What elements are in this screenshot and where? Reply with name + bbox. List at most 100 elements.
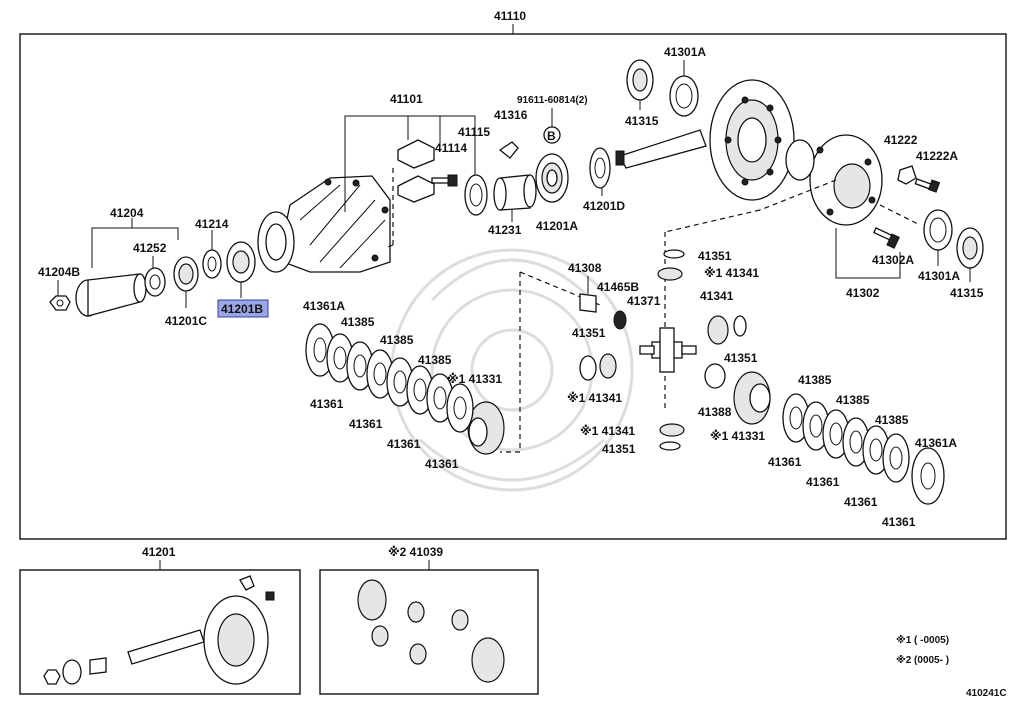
label-41351-r1[interactable]: 41351 [698,249,732,263]
lock-41222[interactable] [897,165,917,185]
label-41302[interactable]: 41302 [846,286,880,300]
ring-gear-pinion[interactable] [615,79,795,201]
label-41315-top[interactable]: 41315 [625,114,659,128]
thrust-41388[interactable] [704,363,726,389]
label-41385-r2[interactable]: 41385 [836,393,870,407]
label-41385-l3[interactable]: 41385 [418,353,452,367]
bearing-cup-41301a-right[interactable] [923,209,953,251]
pinion-41341-left[interactable] [599,353,617,379]
clutch-pack-right[interactable] [782,393,945,505]
label-41115[interactable]: 41115 [458,125,490,139]
companion-flange-41204[interactable] [75,273,147,317]
bearing-41201c[interactable] [173,256,199,292]
kit-41201-parts[interactable] [43,575,275,685]
label-41222[interactable]: 41222 [884,133,918,147]
bearing-41201b[interactable] [226,241,256,283]
label-41114[interactable]: 41114 [435,141,467,155]
washer-41351-mid[interactable] [579,355,597,381]
bearing-cap-41101-b[interactable] [397,175,435,203]
label-41361-r2[interactable]: 41361 [806,475,840,489]
label-41331-right[interactable]: ※1 41331 [710,429,765,443]
label-41388[interactable]: 41388 [698,405,732,419]
label-box1-title[interactable]: 41201 [142,545,176,559]
label-b: B [547,129,556,143]
nut-41204b[interactable] [49,295,71,311]
label-41302a[interactable]: 41302A [872,253,914,267]
side-gear-41331-right[interactable] [733,371,771,425]
note-1: ※1 ( -0005) [896,634,949,646]
label-41361-l1[interactable]: 41361 [310,397,344,411]
lock-plate-41316[interactable] [498,141,519,159]
spacer-41214[interactable] [202,249,222,279]
bearing-cone-41315-top[interactable] [626,59,654,101]
pinion-41341-mid[interactable] [707,315,747,345]
adjusting-nut-41115[interactable] [464,174,488,216]
label-41110[interactable]: 41110 [494,9,526,23]
oil-seal-41252[interactable] [144,267,166,297]
washer-41351-top[interactable] [663,249,685,259]
label-41371[interactable]: 41371 [627,294,661,308]
bearing-41201a[interactable] [535,153,569,203]
kit-41039-parts[interactable] [357,579,505,683]
differential-case[interactable] [785,134,883,226]
carrier-housing[interactable] [257,175,391,273]
label-41361-l4[interactable]: 41361 [425,457,459,471]
label-41222a[interactable]: 41222A [916,149,958,163]
label-41465b[interactable]: 41465B [597,280,639,294]
spider-41371[interactable] [639,327,697,373]
label-41331-left[interactable]: ※1 41331 [447,372,502,386]
label-41252[interactable]: 41252 [133,241,167,255]
label-41301a-right[interactable]: 41301A [918,269,960,283]
spacer-41231[interactable] [493,174,537,211]
label-41351-right[interactable]: 41351 [724,351,758,365]
label-box2-title[interactable]: ※2 41039 [388,545,443,559]
highlight-41201b[interactable] [217,299,269,318]
pinion-41341-bot[interactable] [659,423,685,437]
label-41385-r1[interactable]: 41385 [798,373,832,387]
label-41201a[interactable]: 41201A [536,219,578,233]
label-41231[interactable]: 41231 [488,223,522,237]
label-41341-bot[interactable]: ※1 41341 [580,424,635,438]
washer-41201d[interactable] [589,147,611,189]
label-41204b[interactable]: 41204B [38,265,80,279]
label-41204[interactable]: 41204 [110,206,144,220]
label-41201b[interactable]: 41201B [221,302,263,316]
label-41361-l3[interactable]: 41361 [387,437,421,451]
label-41341-r1[interactable]: ※1 41341 [704,266,759,280]
label-41301a-top[interactable]: 41301A [664,45,706,59]
label-41315-right[interactable]: 41315 [950,286,984,300]
label-41201c[interactable]: 41201C [165,314,207,328]
label-41214[interactable]: 41214 [195,217,229,231]
label-91611[interactable]: 91611-60814(2) [517,95,588,106]
bolt-41114[interactable] [431,174,458,187]
label-41361-r3[interactable]: 41361 [844,495,878,509]
label-41351-bot[interactable]: 41351 [602,442,636,456]
washer-41351-bot[interactable] [659,441,681,451]
bearing-cap-41101[interactable] [397,139,435,169]
label-41385-l2[interactable]: 41385 [380,333,414,347]
label-41341-left[interactable]: ※1 41341 [567,391,622,405]
thrust-washer-41308[interactable] [579,293,597,313]
diagram-code: 410241C [966,688,1007,699]
label-41341-mid[interactable]: 41341 [700,289,734,303]
label-41101[interactable]: 41101 [390,92,423,106]
label-41361a-left[interactable]: 41361A [303,299,345,313]
pinion-41341-top[interactable] [657,267,683,281]
label-41361-r4[interactable]: 41361 [882,515,916,529]
spring-41465b[interactable] [613,310,627,330]
label-41361-r1[interactable]: 41361 [768,455,802,469]
side-gear-41331-left[interactable] [467,401,505,455]
label-41308[interactable]: 41308 [568,261,602,275]
clutch-pack-left[interactable] [305,323,474,433]
label-41201d[interactable]: 41201D [583,199,625,213]
bearing-cup-41301a-top[interactable] [669,75,699,117]
bearing-cone-41315-right[interactable] [956,227,984,269]
label-41361-l2[interactable]: 41361 [349,417,383,431]
label-41316[interactable]: 41316 [494,108,528,122]
bolt-41222a[interactable] [914,178,941,193]
label-41361a-right[interactable]: 41361A [915,436,957,450]
bolt-41302a[interactable] [873,227,900,249]
label-41385-l1[interactable]: 41385 [341,315,375,329]
label-41385-r3[interactable]: 41385 [875,413,909,427]
label-41351-mid[interactable]: 41351 [572,326,606,340]
